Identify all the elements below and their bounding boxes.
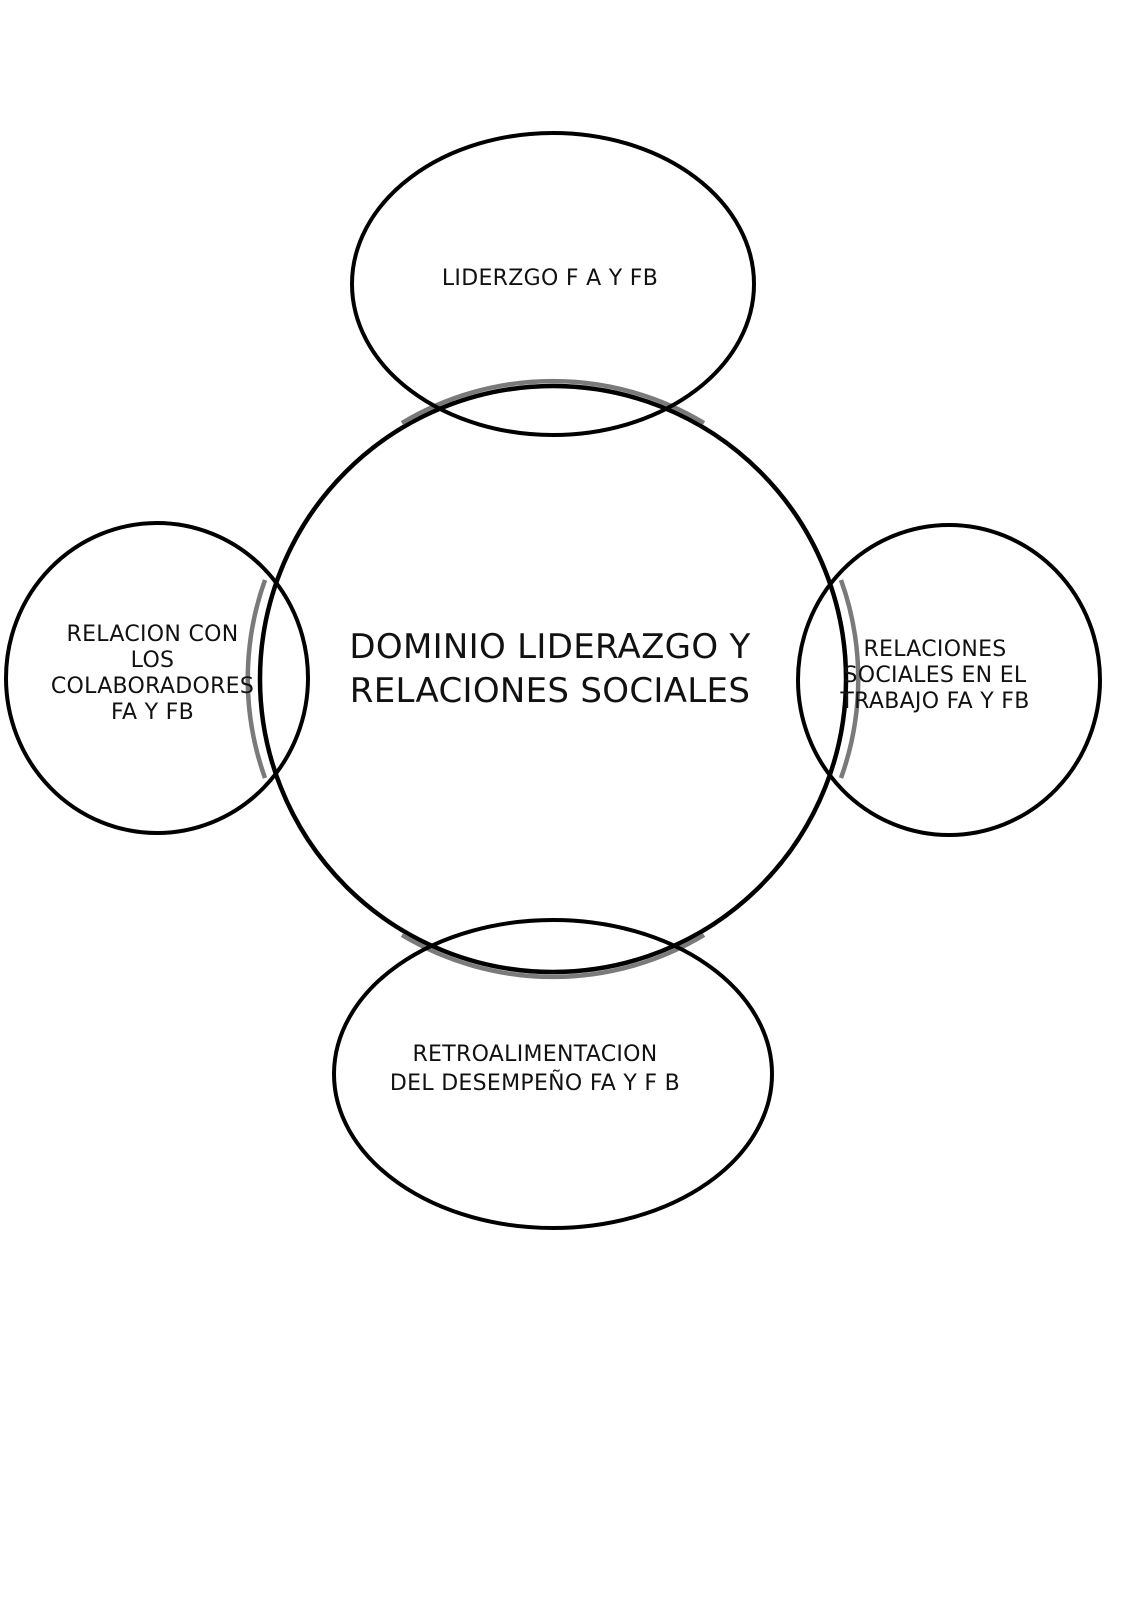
node-label-liderazgo: LIDERZGO F A Y FB [441,266,659,291]
node-label-relacion-colaboradores: RELACION CON LOS COLABORADORES FA Y FB [50,622,255,725]
node-label-retroalimentacion: RETROALIMENTACION DEL DESEMPEÑO FA Y F B [389,1042,681,1096]
right-ellipse [796,523,1102,837]
center-circle [257,383,849,975]
center-overlap-arc-bottom [400,933,706,980]
top-ellipse [350,131,756,437]
left-ellipse [4,521,310,835]
bottom-ellipse [332,918,774,1230]
node-label-relaciones-sociales-trabajo: RELACIONES SOCIALES EN EL TRABAJO FA Y F… [840,637,1030,714]
center-overlap-arc-right [838,579,861,779]
center-overlap-arc-top [400,378,706,425]
center-overlap-arc-left [245,579,268,779]
center-title: DOMINIO LIDERAZGO Y RELACIONES SOCIALES [349,627,751,711]
